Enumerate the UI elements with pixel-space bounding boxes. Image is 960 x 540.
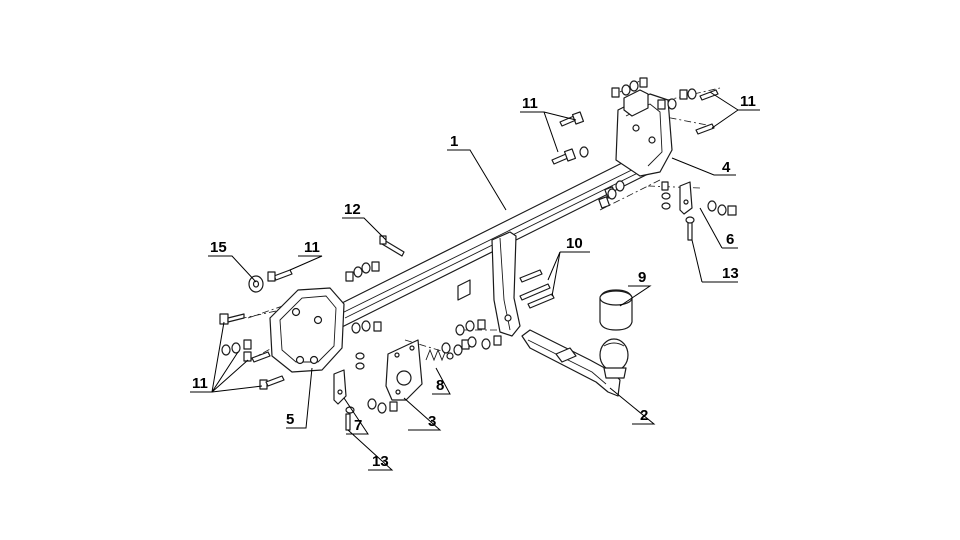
right-side-plate	[615, 89, 673, 177]
callout-2: 2	[640, 407, 648, 424]
callout-13-right: 13	[722, 265, 739, 282]
callout-labels: 1 11 11 4 6 13 12 11 15 10 9 11 8 2 5 7 …	[192, 93, 756, 470]
socket-plate	[385, 339, 423, 401]
callout-15: 15	[210, 239, 227, 256]
callout-5: 5	[286, 411, 294, 428]
fasteners	[219, 77, 737, 431]
spring-part	[425, 348, 454, 362]
callout-6: 6	[726, 231, 734, 248]
ball-cap	[599, 289, 633, 331]
callout-3: 3	[428, 413, 436, 430]
left-hook-bracket	[333, 369, 347, 405]
callout-11-right: 11	[740, 93, 756, 110]
callout-8: 8	[436, 377, 444, 394]
callout-7: 7	[354, 417, 362, 434]
leader-lines	[190, 91, 760, 471]
callout-1: 1	[450, 133, 458, 150]
callout-4: 4	[722, 159, 731, 176]
callout-10: 10	[566, 235, 583, 252]
left-side-plate	[269, 287, 345, 373]
callout-9: 9	[638, 269, 646, 286]
callout-11-left-top: 11	[304, 239, 320, 256]
right-hook-bracket	[679, 181, 693, 215]
tow-ball-neck	[521, 329, 629, 397]
callout-13-bottom: 13	[372, 453, 389, 470]
callout-11-left-bottom: 11	[192, 375, 208, 392]
callout-12: 12	[344, 201, 361, 218]
ball-mount-bracket	[457, 231, 521, 337]
callout-11-top: 11	[522, 95, 538, 112]
